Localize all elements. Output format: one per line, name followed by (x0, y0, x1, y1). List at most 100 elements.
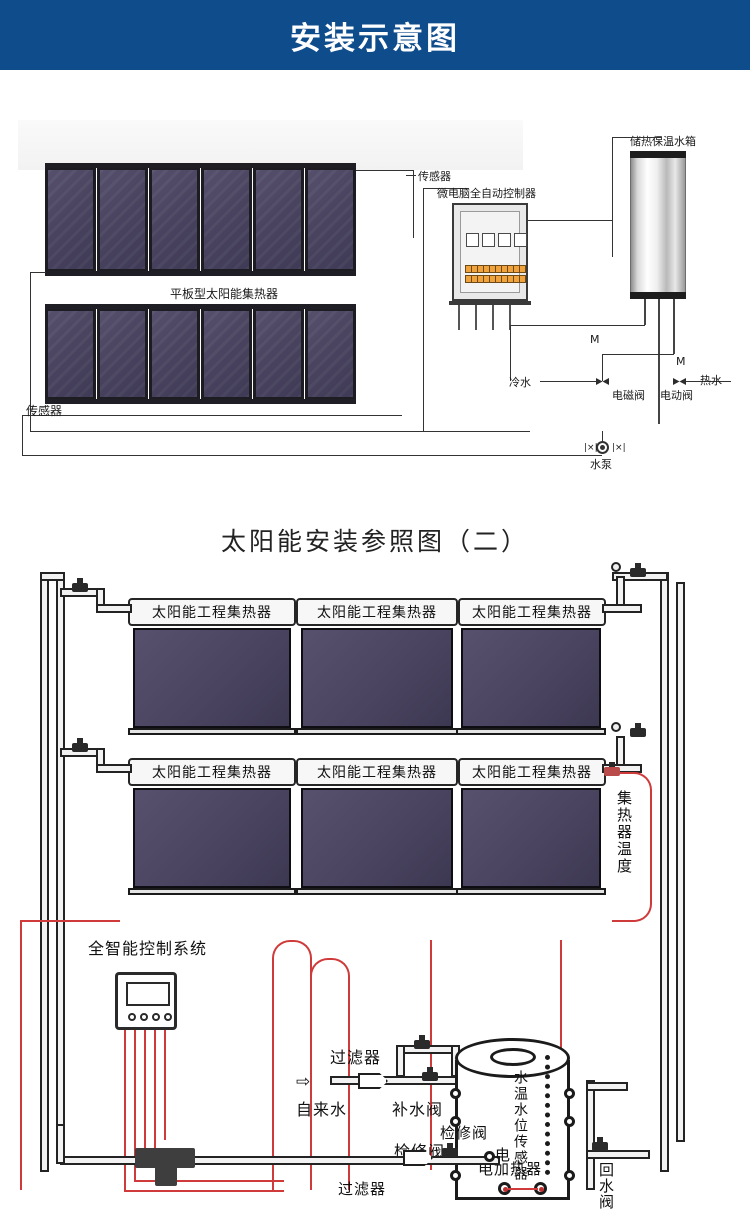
controller-display-window (482, 233, 495, 247)
pipe-line (22, 455, 602, 456)
collector-panel (301, 628, 453, 728)
label-collector-array: 平板型太阳能集热器 (170, 287, 279, 301)
collector-rail-top (45, 163, 356, 168)
storage-water-tank (630, 151, 686, 299)
collector-panel (301, 788, 453, 888)
controller-display-window (514, 233, 527, 247)
collector-temp-sensor-wire (612, 772, 652, 922)
label-service-valve-bottom: 检修阀 (440, 1124, 489, 1142)
diagram-2-schematic: 太阳能安装参照图（二） 太阳能工程集热器 太阳能工程集热器 太阳能工程集热器 太… (0, 510, 750, 1210)
valve-marker-2: Ⅿ (676, 355, 686, 368)
solenoid-valve (596, 378, 609, 385)
page-header: 安装示意图 (0, 0, 750, 70)
ball-valve[interactable] (72, 738, 88, 752)
right-riser-outer (660, 572, 669, 1172)
makeup-valve[interactable] (414, 1035, 430, 1049)
controller-display-window (498, 233, 511, 247)
label-collector-temperature: 集热器温度 (615, 790, 633, 875)
control-wire-left (20, 920, 120, 922)
pipe-line (423, 188, 469, 189)
diagram2-title: 太阳能安装参照图（二） (220, 527, 529, 556)
pipe-line (528, 220, 613, 221)
diagram-1-schematic: 平板型太阳能集热器 传感器 传感器 微电脑全自动控制器 (0, 75, 750, 505)
collector-panel (133, 788, 291, 888)
pipe-line (510, 325, 511, 381)
label-cold-water: 冷水 (509, 376, 531, 389)
collector-rail-top-2 (45, 304, 356, 309)
collector-label: 太阳能工程集热器 (128, 598, 296, 626)
solar-panel (45, 308, 96, 400)
ball-valve[interactable] (72, 578, 88, 592)
label-return-valve: 回水阀 (597, 1162, 615, 1210)
solar-panel (305, 167, 356, 272)
controller-button[interactable] (152, 1013, 160, 1021)
solar-panel (201, 308, 252, 400)
intelligent-controller[interactable] (115, 972, 177, 1030)
label-sensor-top: 传感器 (418, 170, 451, 183)
label-solenoid-valve: 电磁阀 (612, 389, 645, 402)
collector-label: 太阳能工程集热器 (458, 598, 606, 626)
solar-panel (253, 308, 304, 400)
controller-leg (458, 305, 460, 330)
tank-port (564, 1116, 575, 1127)
bottom-service-valve[interactable] (442, 1143, 458, 1157)
pipe-line (602, 431, 603, 441)
electric-valve (673, 378, 686, 385)
collector-base (128, 728, 296, 735)
pipe-line (612, 137, 662, 138)
air-vent (611, 722, 621, 732)
controller-leg (492, 305, 494, 330)
tank-outlet-pipe (673, 299, 675, 354)
label-filter: 过滤器 (330, 1048, 382, 1067)
pipe-line (30, 272, 46, 273)
water-pump (596, 441, 609, 454)
controller-leg (509, 305, 511, 330)
hot-water-tank (455, 1060, 570, 1200)
controller-button[interactable] (140, 1013, 148, 1021)
makeup-valve-wire (430, 940, 432, 1070)
return-water-valve[interactable] (592, 1137, 608, 1151)
controller-button[interactable] (164, 1013, 172, 1021)
sensor-probe-dotted (545, 1055, 555, 1175)
controller-button[interactable] (128, 1013, 136, 1021)
sensor-tick (406, 175, 416, 176)
label-hot-water: 热水 (700, 374, 722, 387)
pipe-line (22, 415, 402, 416)
flow-arrow-icon: ⇨ (296, 1072, 311, 1091)
makeup-valve-lower[interactable] (422, 1067, 438, 1081)
right-riser-inner (676, 582, 685, 1142)
tank-top-cap (630, 151, 686, 158)
heater-wire (508, 1188, 538, 1190)
circulation-pump (135, 1148, 195, 1168)
return-line-upper (586, 1082, 628, 1091)
bypass-riser (396, 1045, 405, 1077)
tank-bottom-cap (630, 292, 686, 299)
collector-base (296, 888, 458, 895)
pipe-joint (484, 1151, 495, 1162)
tank-port (564, 1088, 575, 1099)
collector-base (128, 888, 296, 895)
collector-label: 太阳能工程集热器 (128, 758, 296, 786)
ball-valve[interactable] (630, 723, 646, 737)
makeup-valve-wire (430, 1070, 432, 1170)
ball-valve[interactable] (630, 563, 646, 577)
collector-base (456, 888, 606, 895)
pipe-line (423, 188, 424, 432)
microcomputer-controller[interactable] (452, 203, 528, 301)
solar-panel (97, 308, 148, 400)
label-tap-water: 自来水 (296, 1100, 348, 1119)
control-wire (134, 1180, 284, 1182)
collector-panel (461, 628, 601, 728)
row2-right-riser (616, 736, 625, 766)
collector-panel (133, 628, 291, 728)
pipe-line (612, 137, 613, 257)
return-valve-wire (560, 940, 562, 1110)
collector-label: 太阳能工程集热器 (296, 598, 458, 626)
label-water-temp-level-sensor: 水温水位传感器 (512, 1070, 528, 1182)
label-sensor-bottom: 传感器 (26, 404, 63, 418)
pipe-line (30, 272, 31, 432)
label-control-system: 全智能控制系统 (88, 939, 208, 958)
return-line (586, 1150, 650, 1159)
tank-port (450, 1116, 461, 1127)
controller-terminal (519, 275, 526, 283)
